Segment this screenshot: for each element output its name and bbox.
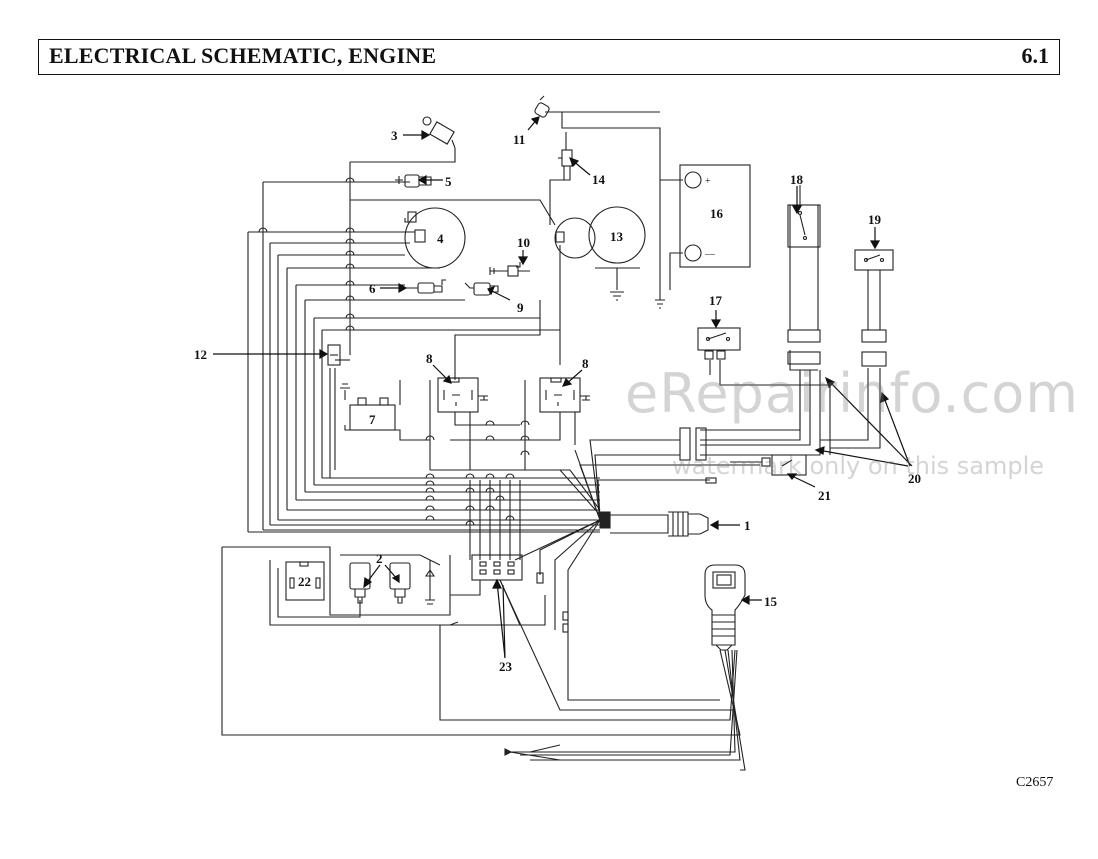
wiring bbox=[221, 111, 881, 771]
callout-22: 22 bbox=[298, 574, 311, 589]
callout-13: 13 bbox=[610, 229, 624, 244]
callout-16: 16 bbox=[710, 206, 724, 221]
starter-13 bbox=[554, 206, 646, 301]
switch-18 bbox=[787, 204, 821, 365]
battery-plus: + bbox=[705, 176, 711, 187]
page-title: ELECTRICAL SCHEMATIC, ENGINE bbox=[49, 43, 437, 68]
fuse-block-23 bbox=[471, 554, 569, 633]
sender-6 bbox=[405, 279, 446, 294]
motor-4 bbox=[404, 207, 466, 269]
callout-17: 17 bbox=[709, 293, 723, 308]
callout-18: 18 bbox=[790, 172, 804, 187]
leader-arrows bbox=[213, 116, 913, 659]
switch-19 bbox=[854, 249, 894, 367]
callout-labels: 3 5 4 6 9 10 11 14 13 16 18 19 17 12 8 8… bbox=[194, 128, 921, 674]
callout-9: 9 bbox=[517, 300, 524, 315]
glow-plugs-2 bbox=[349, 562, 436, 604]
callout-19: 19 bbox=[868, 212, 882, 227]
figure-code: C2657 bbox=[1016, 775, 1054, 790]
joystick-15 bbox=[704, 564, 746, 651]
battery-16: + — bbox=[679, 164, 751, 268]
relay-7 bbox=[349, 397, 396, 431]
switch-17 bbox=[697, 327, 741, 360]
callout-20: 20 bbox=[908, 471, 921, 486]
callout-1: 1 bbox=[744, 518, 751, 533]
component-21 bbox=[705, 454, 807, 484]
watermark-site: eRepairinfo.com bbox=[625, 362, 1079, 425]
component-12 bbox=[327, 344, 341, 366]
callout-8-right: 8 bbox=[582, 356, 589, 371]
callout-7: 7 bbox=[369, 412, 376, 427]
callout-15: 15 bbox=[764, 594, 778, 609]
battery-minus: — bbox=[704, 249, 716, 260]
section-number: 6.1 bbox=[1021, 43, 1050, 68]
relay-8-right bbox=[539, 377, 590, 413]
relay-22 bbox=[285, 561, 325, 601]
callout-3: 3 bbox=[391, 128, 398, 143]
callout-21: 21 bbox=[818, 488, 831, 503]
watermark-notice: watermark only on this sample bbox=[672, 452, 1045, 480]
main-connector-1 bbox=[599, 511, 709, 537]
connector-20 bbox=[679, 427, 707, 461]
callout-6: 6 bbox=[369, 281, 376, 296]
callout-10: 10 bbox=[517, 235, 530, 250]
wire-crossovers bbox=[258, 177, 530, 526]
callout-5: 5 bbox=[445, 174, 452, 189]
callout-23: 23 bbox=[499, 659, 513, 674]
callout-11: 11 bbox=[513, 132, 525, 147]
page-header: ELECTRICAL SCHEMATIC, ENGINE 6.1 bbox=[38, 39, 1060, 75]
sensor-10 bbox=[489, 262, 530, 277]
solenoid-14 bbox=[558, 149, 573, 181]
callout-4: 4 bbox=[437, 231, 444, 246]
relay-8-left bbox=[437, 377, 488, 413]
callout-12: 12 bbox=[194, 347, 207, 362]
switch-11 bbox=[534, 95, 550, 118]
callout-14: 14 bbox=[592, 172, 606, 187]
callout-8-left: 8 bbox=[426, 351, 433, 366]
callout-2: 2 bbox=[376, 551, 383, 566]
sensor-3 bbox=[422, 116, 456, 149]
